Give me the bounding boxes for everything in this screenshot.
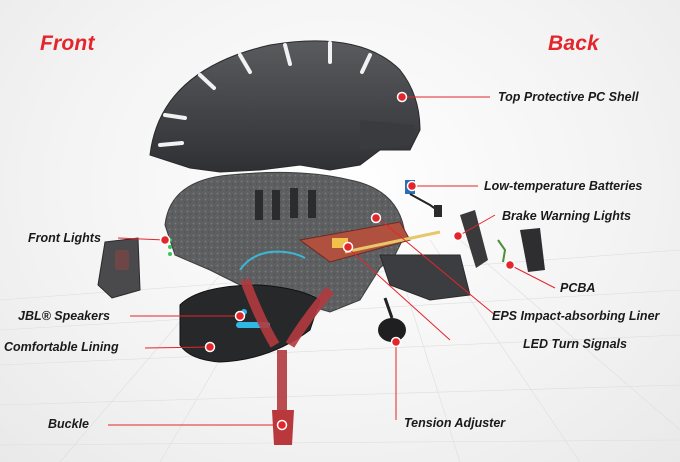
label-batteries: Low-temperature Batteries (484, 179, 643, 193)
pcba-back-piece (520, 228, 545, 272)
pcba-board (298, 221, 441, 263)
leader-lines (108, 96, 556, 426)
top-shell (149, 40, 421, 173)
back-heading: Back (548, 32, 600, 55)
label-pcba: PCBA (560, 281, 596, 295)
rear-module (379, 254, 471, 301)
label-top-shell: Top Protective PC Shell (498, 90, 639, 104)
label-front-lights: Front Lights (28, 231, 101, 245)
chin-strap (240, 278, 334, 420)
marker-dots (159, 91, 516, 431)
label-brake-lights: Brake Warning Lights (502, 209, 631, 223)
brake-light-piece (460, 210, 507, 268)
lining-pad (179, 284, 321, 363)
label-eps-liner: EPS Impact-absorbing Liner (492, 309, 660, 323)
tension-dial (378, 318, 406, 342)
background-grid (0, 239, 680, 462)
label-buckle: Buckle (48, 417, 89, 431)
label-tension-adjuster: Tension Adjuster (404, 416, 506, 430)
label-jbl-speakers: JBL® Speakers (18, 309, 110, 323)
label-turn-signals: LED Turn Signals (523, 337, 627, 351)
label-lining: Comfortable Lining (4, 340, 119, 354)
front-heading: Front (40, 32, 95, 55)
